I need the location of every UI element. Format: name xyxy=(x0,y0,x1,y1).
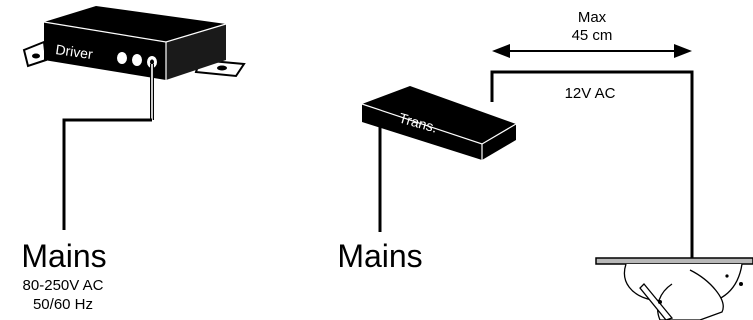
distance-label-max: Max xyxy=(578,9,607,26)
right-mains-title: Mains xyxy=(337,238,422,274)
fixture-lamp xyxy=(657,269,724,320)
driver-unit: Driver xyxy=(22,6,246,80)
dimension-arrow-right xyxy=(674,44,692,58)
left-mains-frequency: 50/60 Hz xyxy=(33,296,93,313)
output-voltage-label: 12V AC xyxy=(565,85,616,102)
fixture-spring-clip xyxy=(639,283,674,320)
driver-indicator-1 xyxy=(117,52,127,64)
max-distance-dimension xyxy=(492,44,692,58)
transformer-front-face xyxy=(362,104,482,160)
light-fixture xyxy=(595,257,753,320)
ceiling-plate xyxy=(595,257,753,265)
low-voltage-cable xyxy=(490,70,694,258)
transformer-top-face xyxy=(362,86,516,144)
distance-label-value: 45 cm xyxy=(572,27,613,44)
driver-label: Driver xyxy=(55,41,95,62)
driver-indicator-2 xyxy=(132,54,142,66)
transformer-unit: Trans. xyxy=(361,86,517,160)
driver-mains-cable xyxy=(62,118,152,230)
transformer-end-face xyxy=(482,124,516,160)
driver-top-face xyxy=(44,6,226,42)
left-mains-title: Mains xyxy=(21,238,106,274)
dimension-arrow-left xyxy=(492,44,510,58)
left-mains-voltage: 80-250V AC xyxy=(23,277,104,294)
